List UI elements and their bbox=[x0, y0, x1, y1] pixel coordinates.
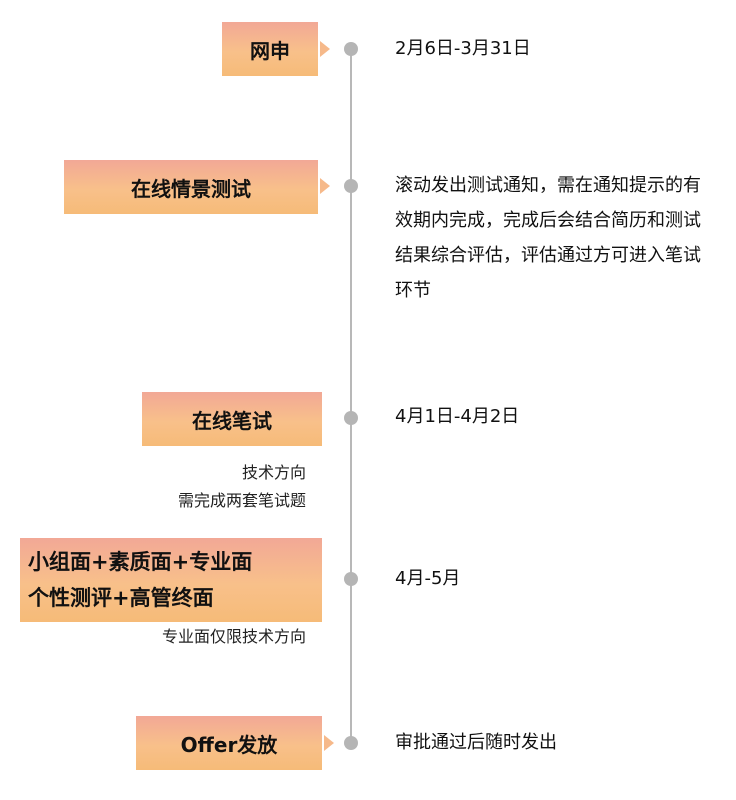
stage-note: 专业面仅限技术方向 bbox=[161, 627, 306, 646]
stage-badge-offer: Offer发放 bbox=[136, 716, 322, 770]
stage-description: 滚动发出测试通知，需在通知提示的有效期内完成，完成后会结合简历和测试结果综合评估… bbox=[395, 175, 701, 301]
stage-title: Offer发放 bbox=[180, 732, 278, 757]
stage-description: 2月6日-3月31日 bbox=[395, 38, 531, 59]
stage-note: 需完成两套笔试题 bbox=[177, 491, 306, 510]
stage-arrow bbox=[324, 735, 334, 751]
stage-title: 在线情景测试 bbox=[131, 176, 251, 201]
stage-title: 网申 bbox=[250, 38, 290, 63]
stage-badge-written-test: 在线笔试 bbox=[142, 392, 322, 446]
stage-description: 4月1日-4月2日 bbox=[395, 406, 520, 427]
stage-title-line: 个性测评+高管终面 bbox=[28, 586, 214, 610]
stage-title: 在线笔试 bbox=[192, 408, 272, 433]
timeline-line bbox=[350, 48, 352, 748]
stage-description: 4月-5月 bbox=[395, 568, 461, 589]
timeline-dot bbox=[344, 179, 358, 193]
stage-badge-application: 网申 bbox=[222, 22, 318, 76]
stage-badge-interviews: 小组面+素质面+专业面 个性测评+高管终面 bbox=[20, 538, 322, 622]
stage-description: 审批通过后随时发出 bbox=[395, 732, 557, 753]
stage-arrow bbox=[320, 178, 330, 194]
stage-note: 技术方向 bbox=[241, 463, 306, 482]
timeline-dot bbox=[344, 736, 358, 750]
stage-badge-situational-test: 在线情景测试 bbox=[64, 160, 318, 214]
timeline-dot bbox=[344, 572, 358, 586]
stage-arrow bbox=[320, 41, 330, 57]
timeline-dot bbox=[344, 411, 358, 425]
stage-title-line: 小组面+素质面+专业面 bbox=[28, 550, 253, 574]
timeline-dot bbox=[344, 42, 358, 56]
